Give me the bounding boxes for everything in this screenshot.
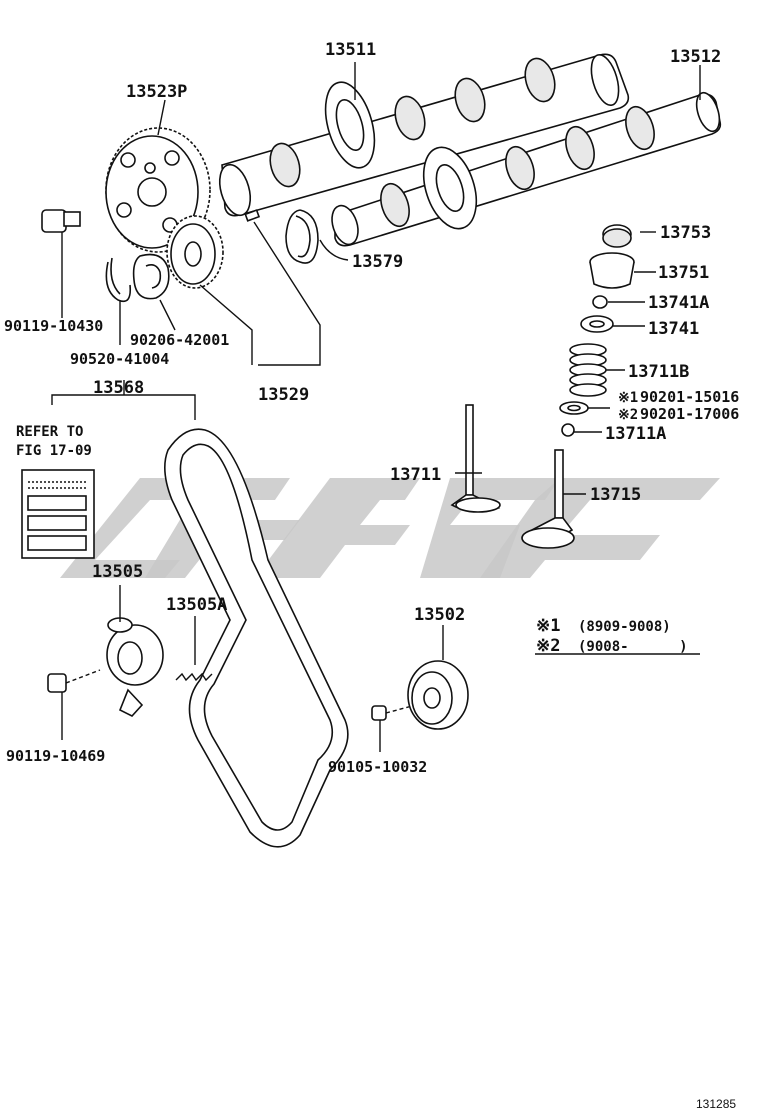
bolt-90105-10032: [371, 705, 413, 752]
label-13751: 13751: [658, 263, 709, 283]
label-13579: 13579: [352, 252, 403, 272]
leader-lines: [51, 62, 701, 665]
snap-ring-13579: [244, 209, 319, 264]
label-90206-42001: 90206-42001: [130, 331, 229, 349]
valve-lifter-13751: [589, 252, 635, 289]
plate-90206-42001: [132, 253, 170, 300]
label-13741A: 13741A: [648, 293, 709, 313]
snap-ring-90520-41004: [105, 257, 132, 303]
legend-1-mark: ※1: [536, 616, 560, 636]
legend-2-mark: ※2: [536, 636, 560, 656]
cam-gear-13529: [166, 215, 224, 289]
label-13753: 13753: [660, 223, 711, 243]
bolt-90119-10430: [41, 209, 81, 318]
label-13505A: 13505A: [166, 595, 227, 615]
legend-2-range: (9008- ): [578, 639, 688, 655]
label-90119-10469: 90119-10469: [6, 747, 105, 765]
label-13741: 13741: [648, 319, 699, 339]
valve-keeper-13741A: [592, 295, 608, 309]
label-13502: 13502: [414, 605, 465, 625]
label-13715: 13715: [590, 485, 641, 505]
tensioner-13505: [106, 617, 164, 717]
camshaft-13512: [331, 91, 722, 247]
figure-number: 131285: [696, 1097, 736, 1111]
label-13568: 13568: [93, 378, 144, 398]
note-mark-1: ※1: [618, 390, 638, 406]
label-13711A: 13711A: [605, 424, 666, 444]
label-13511: 13511: [325, 40, 376, 60]
tension-spring-13505A: [175, 672, 213, 682]
spring-retainer-13741: [580, 315, 614, 333]
label-90201-15016: 90201-15016: [640, 388, 739, 406]
label-13711B: 13711B: [628, 362, 689, 382]
camshaft-13511: [218, 53, 630, 217]
adjusting-shim-13753: [602, 224, 632, 248]
label-13512: 13512: [670, 47, 721, 67]
idler-pulley-13502: [407, 660, 469, 730]
refer-line-1: REFER TO: [16, 424, 83, 440]
label-13711: 13711: [390, 465, 441, 485]
refer-line-2: FIG 17-09: [16, 443, 92, 459]
bolt-90119-10469: [47, 669, 101, 740]
label-13529: 13529: [258, 385, 309, 405]
intake-valve-13711: [450, 404, 501, 513]
label-90119-10430: 90119-10430: [4, 317, 103, 335]
legend-1-range: (8909-9008): [578, 619, 671, 635]
label-90520-41004: 90520-41004: [70, 350, 169, 368]
valve-seat-13711A: [561, 423, 575, 437]
label-90105-10032: 90105-10032: [328, 758, 427, 776]
refer-box: [21, 469, 95, 559]
note-mark-2: ※2: [618, 407, 638, 423]
timing-belt-13568: [164, 428, 349, 848]
valve-spring-13711B: [569, 343, 607, 397]
label-13505: 13505: [92, 562, 143, 582]
label-90201-17006: 90201-17006: [640, 405, 739, 423]
exhaust-valve-13715: [521, 449, 575, 549]
valve-seal-90201: [559, 401, 589, 415]
label-13523P: 13523P: [126, 82, 187, 102]
